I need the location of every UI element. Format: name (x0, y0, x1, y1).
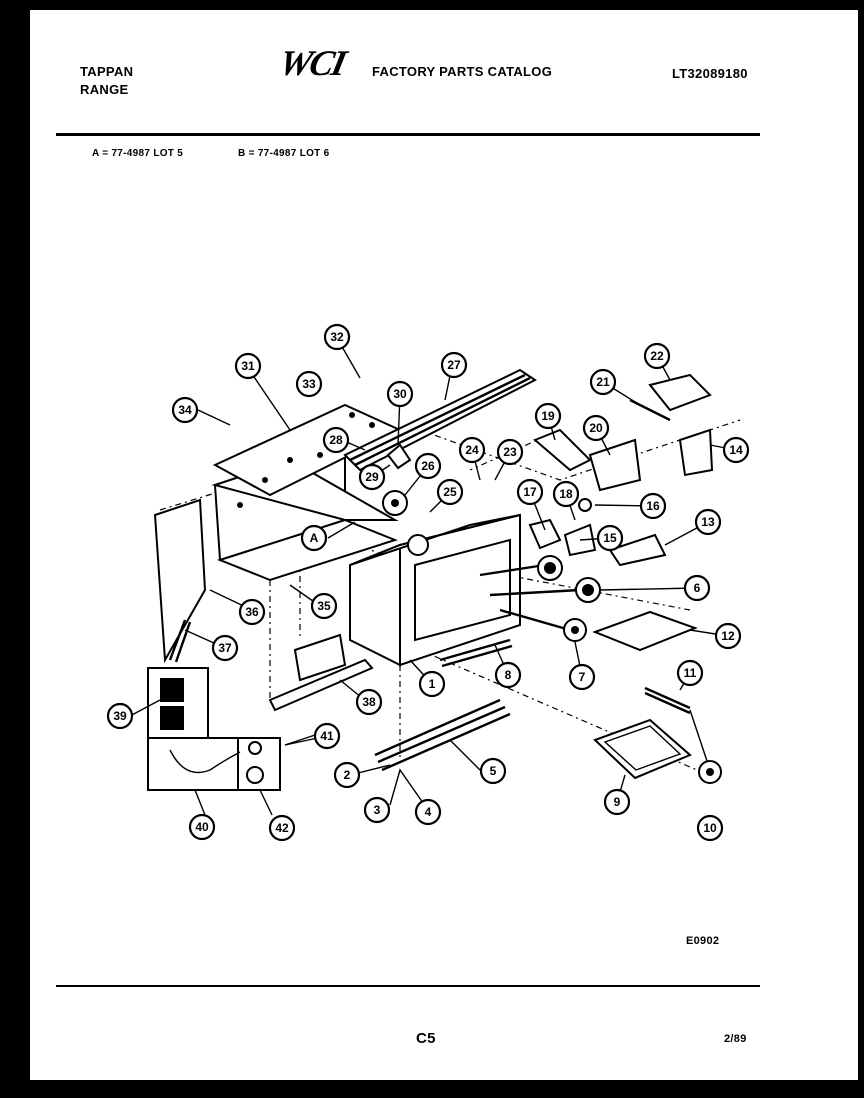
page-number: C5 (416, 1030, 436, 1047)
callout-label: 22 (650, 349, 664, 363)
callout-label: 1 (429, 677, 436, 691)
callout-label: 39 (113, 709, 127, 723)
callout-label: 17 (523, 485, 537, 499)
callout-label: 3 (374, 803, 381, 817)
callout-label: 6 (694, 581, 701, 595)
callout-label: 21 (596, 375, 610, 389)
callout-label: 10 (703, 821, 717, 835)
callout-label: 31 (241, 359, 255, 373)
callout-21: 21 (589, 368, 617, 396)
callout-label: 42 (275, 821, 289, 835)
callout-26: 26 (414, 452, 442, 480)
callout-label: 14 (729, 443, 743, 457)
product-label: RANGE (80, 82, 129, 97)
callout-14: 14 (722, 436, 750, 464)
callout-label: 13 (701, 515, 715, 529)
revision-date: 2/89 (724, 1033, 747, 1045)
callout-label: 7 (579, 670, 586, 684)
callout-label: 23 (503, 445, 517, 459)
callout-label: 4 (425, 805, 432, 819)
callout-3: 3 (363, 796, 391, 824)
callout-41: 41 (313, 722, 341, 750)
callout-4: 4 (414, 798, 442, 826)
callout-2: 2 (333, 761, 361, 789)
drawing-code: E0902 (686, 935, 720, 947)
callout-label: 16 (646, 499, 660, 513)
callout-20: 20 (582, 414, 610, 442)
callout-23: 23 (496, 438, 524, 466)
callout-1: 1 (418, 670, 446, 698)
model-number: LT32089180 (672, 66, 748, 81)
callout-8: 8 (494, 661, 522, 689)
callout-label: 8 (505, 668, 512, 682)
callout-label: 35 (317, 599, 331, 613)
callout-label: 32 (330, 330, 344, 344)
callout-42: 42 (268, 814, 296, 842)
callout-label: 41 (320, 729, 334, 743)
callout-31: 31 (234, 352, 262, 380)
callout-label: 30 (393, 387, 407, 401)
callout-label: 40 (195, 820, 209, 834)
callout-35: 35 (310, 592, 338, 620)
callout-38: 38 (355, 688, 383, 716)
callout-11: 11 (676, 659, 704, 687)
callout-5: 5 (479, 757, 507, 785)
callout-7: 7 (568, 663, 596, 691)
callout-28: 28 (322, 426, 350, 454)
header-divider (56, 133, 760, 136)
callout-label: 25 (443, 485, 457, 499)
callout-30: 30 (386, 380, 414, 408)
callout-32: 32 (323, 323, 351, 351)
callout-label: 29 (365, 470, 379, 484)
callout-16: 16 (639, 492, 667, 520)
catalog-title: FACTORY PARTS CATALOG (372, 64, 553, 79)
callout-12: 12 (714, 622, 742, 650)
callout-19: 19 (534, 402, 562, 430)
callout-37: 37 (211, 634, 239, 662)
callout-label: 11 (684, 666, 697, 680)
callout-18: 18 (552, 480, 580, 508)
footer-divider (56, 985, 760, 987)
callout-9: 9 (603, 788, 631, 816)
callout-40: 40 (188, 813, 216, 841)
callout-label: 24 (465, 443, 479, 457)
callout-label: 27 (447, 358, 461, 372)
callout-15: 15 (596, 524, 624, 552)
callout-29: 29 (358, 463, 386, 491)
callout-label: 20 (589, 421, 603, 435)
callout-label: 2 (344, 768, 351, 782)
callout-17: 17 (516, 478, 544, 506)
callout-label: 15 (603, 531, 617, 545)
callout-34: 34 (171, 396, 199, 424)
callout-22: 22 (643, 342, 671, 370)
callout-label: 9 (614, 795, 621, 809)
callout-label: A (310, 531, 319, 545)
callout-10: 10 (696, 814, 724, 842)
callout-label: 28 (329, 433, 343, 447)
callout-6: 6 (683, 574, 711, 602)
callout-label: 26 (421, 459, 435, 473)
callout-label: 37 (218, 641, 232, 655)
callout-33: 33 (295, 370, 323, 398)
callout-label: 34 (178, 403, 192, 417)
callout-label: 18 (559, 487, 573, 501)
callout-label: 38 (362, 695, 376, 709)
callout-label: 36 (245, 605, 259, 619)
brand-label: TAPPAN (80, 64, 134, 79)
callout-24: 24 (458, 436, 486, 464)
callout-a: A (300, 524, 328, 552)
callout-36: 36 (238, 598, 266, 626)
callout-25: 25 (436, 478, 464, 506)
lot-a-label: A = 77-4987 LOT 5 (92, 148, 184, 159)
callout-label: 12 (721, 629, 735, 643)
callout-27: 27 (440, 351, 468, 379)
callout-13: 13 (694, 508, 722, 536)
callout-label: 33 (302, 377, 316, 391)
lot-b-label: B = 77-4987 LOT 6 (238, 148, 330, 159)
callout-label: 5 (490, 764, 497, 778)
callout-label: 19 (541, 409, 555, 423)
callout-39: 39 (106, 702, 134, 730)
